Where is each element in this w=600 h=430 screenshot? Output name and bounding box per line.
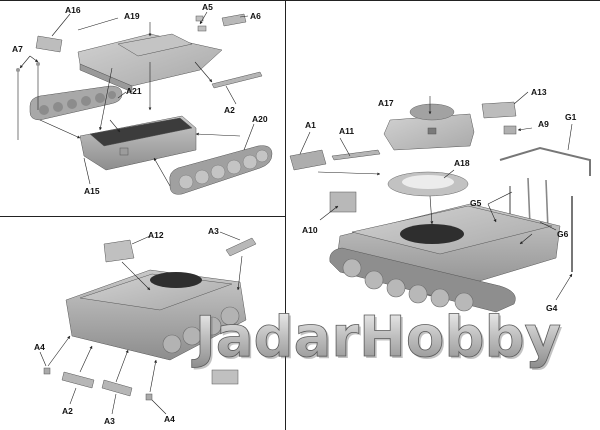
watermark: JadarHobby JadarHobby xyxy=(191,305,564,372)
label-a3-top: A3 xyxy=(208,226,219,236)
label-a9: A9 xyxy=(538,119,549,129)
part-a9 xyxy=(503,125,517,135)
part-a19-upper-hull xyxy=(77,33,223,93)
label-a10: A10 xyxy=(302,225,318,235)
label-a15: A15 xyxy=(84,186,100,196)
part-hull-rear xyxy=(65,269,247,361)
label-g4: G4 xyxy=(546,303,558,313)
label-a5: A5 xyxy=(202,2,213,12)
label-a16: A16 xyxy=(65,5,81,15)
panel-turret-assembly: A17 A13 A1 A11 A9 G1 A18 G5 A10 G6 G4 xyxy=(289,87,591,313)
panel-rear-assembly: A12 A3 A4 A2 A3 A4 xyxy=(34,226,257,426)
part-a11 xyxy=(331,149,381,161)
part-a2-bottom xyxy=(61,371,95,389)
part-a2-rail xyxy=(211,71,263,89)
part-a12 xyxy=(103,239,135,263)
part-a20-track xyxy=(169,145,273,195)
label-a11: A11 xyxy=(339,126,354,136)
part-a4-bottom xyxy=(145,393,153,401)
label-a4-bottom: A4 xyxy=(164,414,175,424)
label-g5: G5 xyxy=(470,198,482,208)
label-a12: A12 xyxy=(148,230,164,240)
label-a3-bottom: A3 xyxy=(104,416,115,426)
panel-hull-assembly: A16 A19 A5 A6 A7 A21 A2 A20 A15 xyxy=(12,2,273,196)
part-hull-main xyxy=(329,203,561,313)
label-g1: G1 xyxy=(565,112,577,122)
part-a5 xyxy=(195,15,207,32)
label-a17: A17 xyxy=(378,98,394,108)
part-a4-left xyxy=(43,367,51,375)
label-a2-bottom: A2 xyxy=(62,406,73,416)
part-a13 xyxy=(481,101,517,119)
part-a1 xyxy=(289,149,327,171)
part-a7-pins xyxy=(16,62,40,72)
label-a13: A13 xyxy=(531,87,547,97)
label-a4-left: A4 xyxy=(34,342,45,352)
label-a2-top: A2 xyxy=(224,105,235,115)
part-a21-track xyxy=(29,85,123,121)
label-a18: A18 xyxy=(454,158,470,168)
label-a1: A1 xyxy=(305,120,316,130)
watermark-text: JadarHobby xyxy=(191,305,561,370)
part-a18-ring xyxy=(387,171,469,197)
watermark-shadow: JadarHobby xyxy=(193,307,563,372)
part-g1-rail xyxy=(499,146,591,176)
part-a15-lower-hull xyxy=(79,115,197,171)
label-a20: A20 xyxy=(252,114,268,124)
part-a6 xyxy=(221,13,247,27)
label-a6: A6 xyxy=(250,11,261,21)
part-a17-turret xyxy=(383,103,475,151)
label-g6: G6 xyxy=(557,229,569,239)
label-a7: A7 xyxy=(12,44,23,54)
label-a19: A19 xyxy=(124,11,140,21)
part-a16 xyxy=(35,35,63,53)
part-crate xyxy=(211,369,239,385)
part-a3-top xyxy=(225,237,257,257)
label-a21: A21 xyxy=(126,86,142,96)
part-a3-bottom xyxy=(101,379,133,397)
